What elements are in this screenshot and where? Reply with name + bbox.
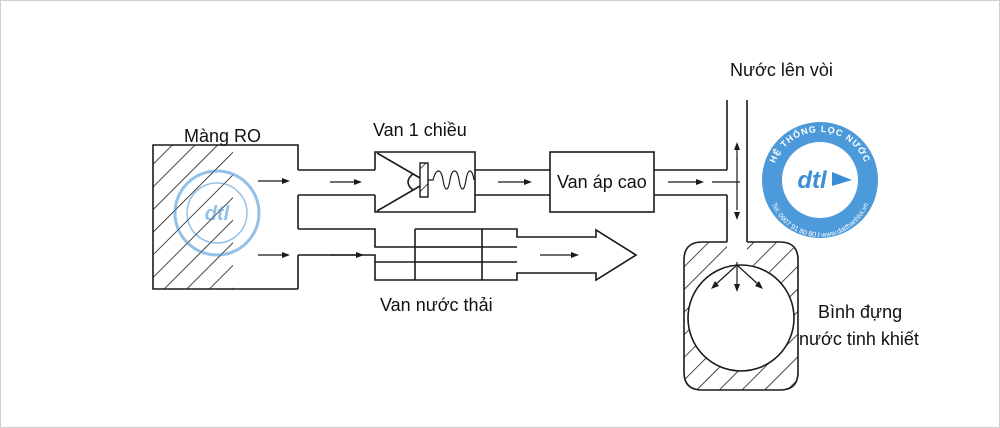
membrane-flow-arrows	[258, 178, 290, 258]
waste-valve-label: Van nước thải	[380, 295, 493, 315]
pipe-check-to-hp	[475, 169, 550, 196]
membrane-housing	[233, 144, 299, 290]
high-pressure-valve	[549, 151, 655, 213]
ro-membrane-label: Màng RO	[184, 126, 262, 146]
check-valve-label: Van 1 chiều	[373, 120, 467, 140]
vertical-pipe	[726, 100, 748, 255]
tank-label-line2: nước tinh khiết	[799, 329, 919, 349]
permeate-pipe	[298, 169, 375, 196]
high-pressure-valve-label: Van áp cao	[557, 172, 647, 192]
watermark-brand-right: dtl	[797, 167, 828, 194]
waste-branch	[298, 228, 638, 282]
tank-label-line1: Bình đựng	[818, 302, 903, 322]
ro-membrane-block	[152, 144, 233, 290]
storage-tank	[683, 241, 799, 391]
watermark-stamp-right: HỆ THỐNG LỌC NƯỚC Tel: 0907 91 80 80 I w…	[762, 122, 878, 239]
check-valve	[374, 151, 476, 213]
pipe-hp-to-junction	[654, 169, 740, 196]
to-faucet-label: Nước lên vòi	[730, 60, 833, 80]
watermark-brand-left: dtl	[205, 203, 230, 225]
watermark-stamp-left: dtl	[173, 169, 261, 257]
